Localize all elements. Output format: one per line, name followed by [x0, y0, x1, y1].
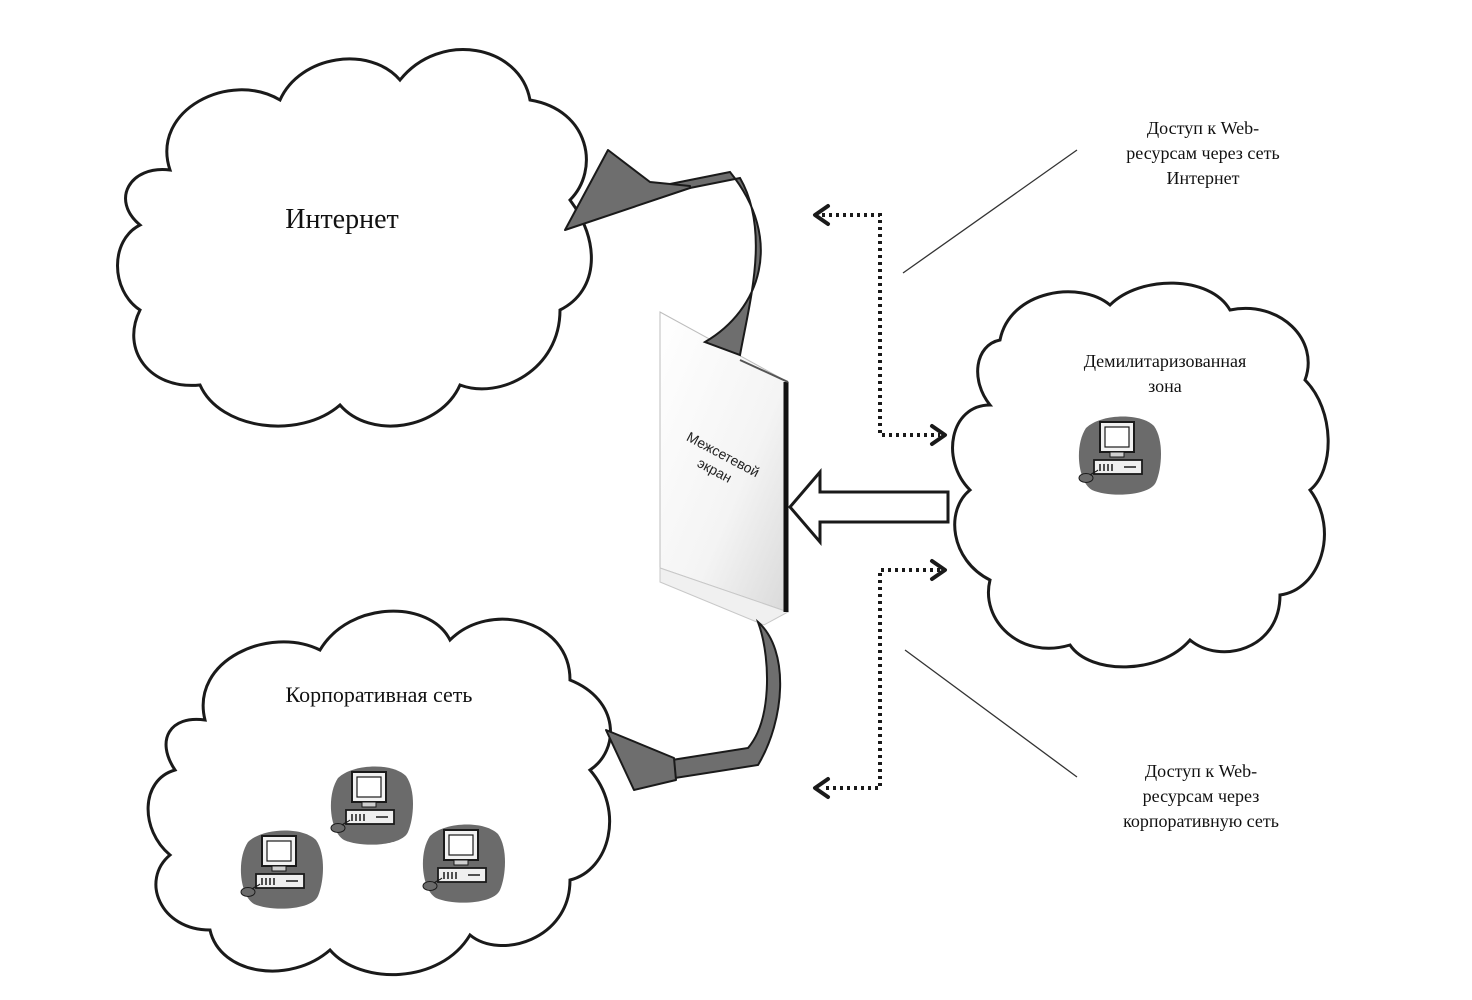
internet-access-connector — [813, 204, 947, 446]
corporate-access-line2: ресурсам через — [1143, 786, 1260, 806]
computer-icon — [1077, 415, 1162, 496]
corporate-access-line1: Доступ к Web- — [1145, 761, 1257, 781]
computer-icon — [421, 823, 506, 904]
internet-label: Интернет — [285, 204, 399, 235]
dmz-label-line2: зона — [1148, 376, 1182, 396]
dmz-to-firewall-arrow — [788, 467, 950, 547]
firewall-to-corporate-arrowhead — [605, 729, 677, 791]
corporate-access-annotation: Доступ к Web- ресурсам через корпоративн… — [1123, 761, 1279, 831]
internet-access-leader — [902, 149, 1078, 274]
corporate-cloud: Корпоративная сеть — [146, 609, 612, 977]
corporate-access-leader — [904, 649, 1078, 778]
dmz-cloud: Демилитаризованная зона — [951, 281, 1330, 669]
internet-access-line3: Интернет — [1167, 168, 1240, 188]
computer-icon — [239, 829, 324, 910]
computer-icon — [329, 765, 414, 846]
corporate-access-connector — [813, 559, 947, 799]
internet-access-line2: ресурсам через сеть — [1126, 143, 1279, 163]
corporate-access-line3: корпоративную сеть — [1123, 811, 1279, 831]
firewall: Межсетевой экран — [659, 311, 790, 626]
firewall-to-corporate-arrow — [670, 618, 782, 780]
firewall-to-internet-arrowhead — [564, 149, 691, 231]
internet-access-annotation: Доступ к Web- ресурсам через сеть Интерн… — [1126, 118, 1279, 188]
internet-access-line1: Доступ к Web- — [1147, 118, 1259, 138]
internet-cloud: Интернет — [116, 48, 593, 428]
corporate-label: Корпоративная сеть — [286, 682, 473, 707]
dmz-label-line1: Демилитаризованная — [1084, 351, 1247, 371]
